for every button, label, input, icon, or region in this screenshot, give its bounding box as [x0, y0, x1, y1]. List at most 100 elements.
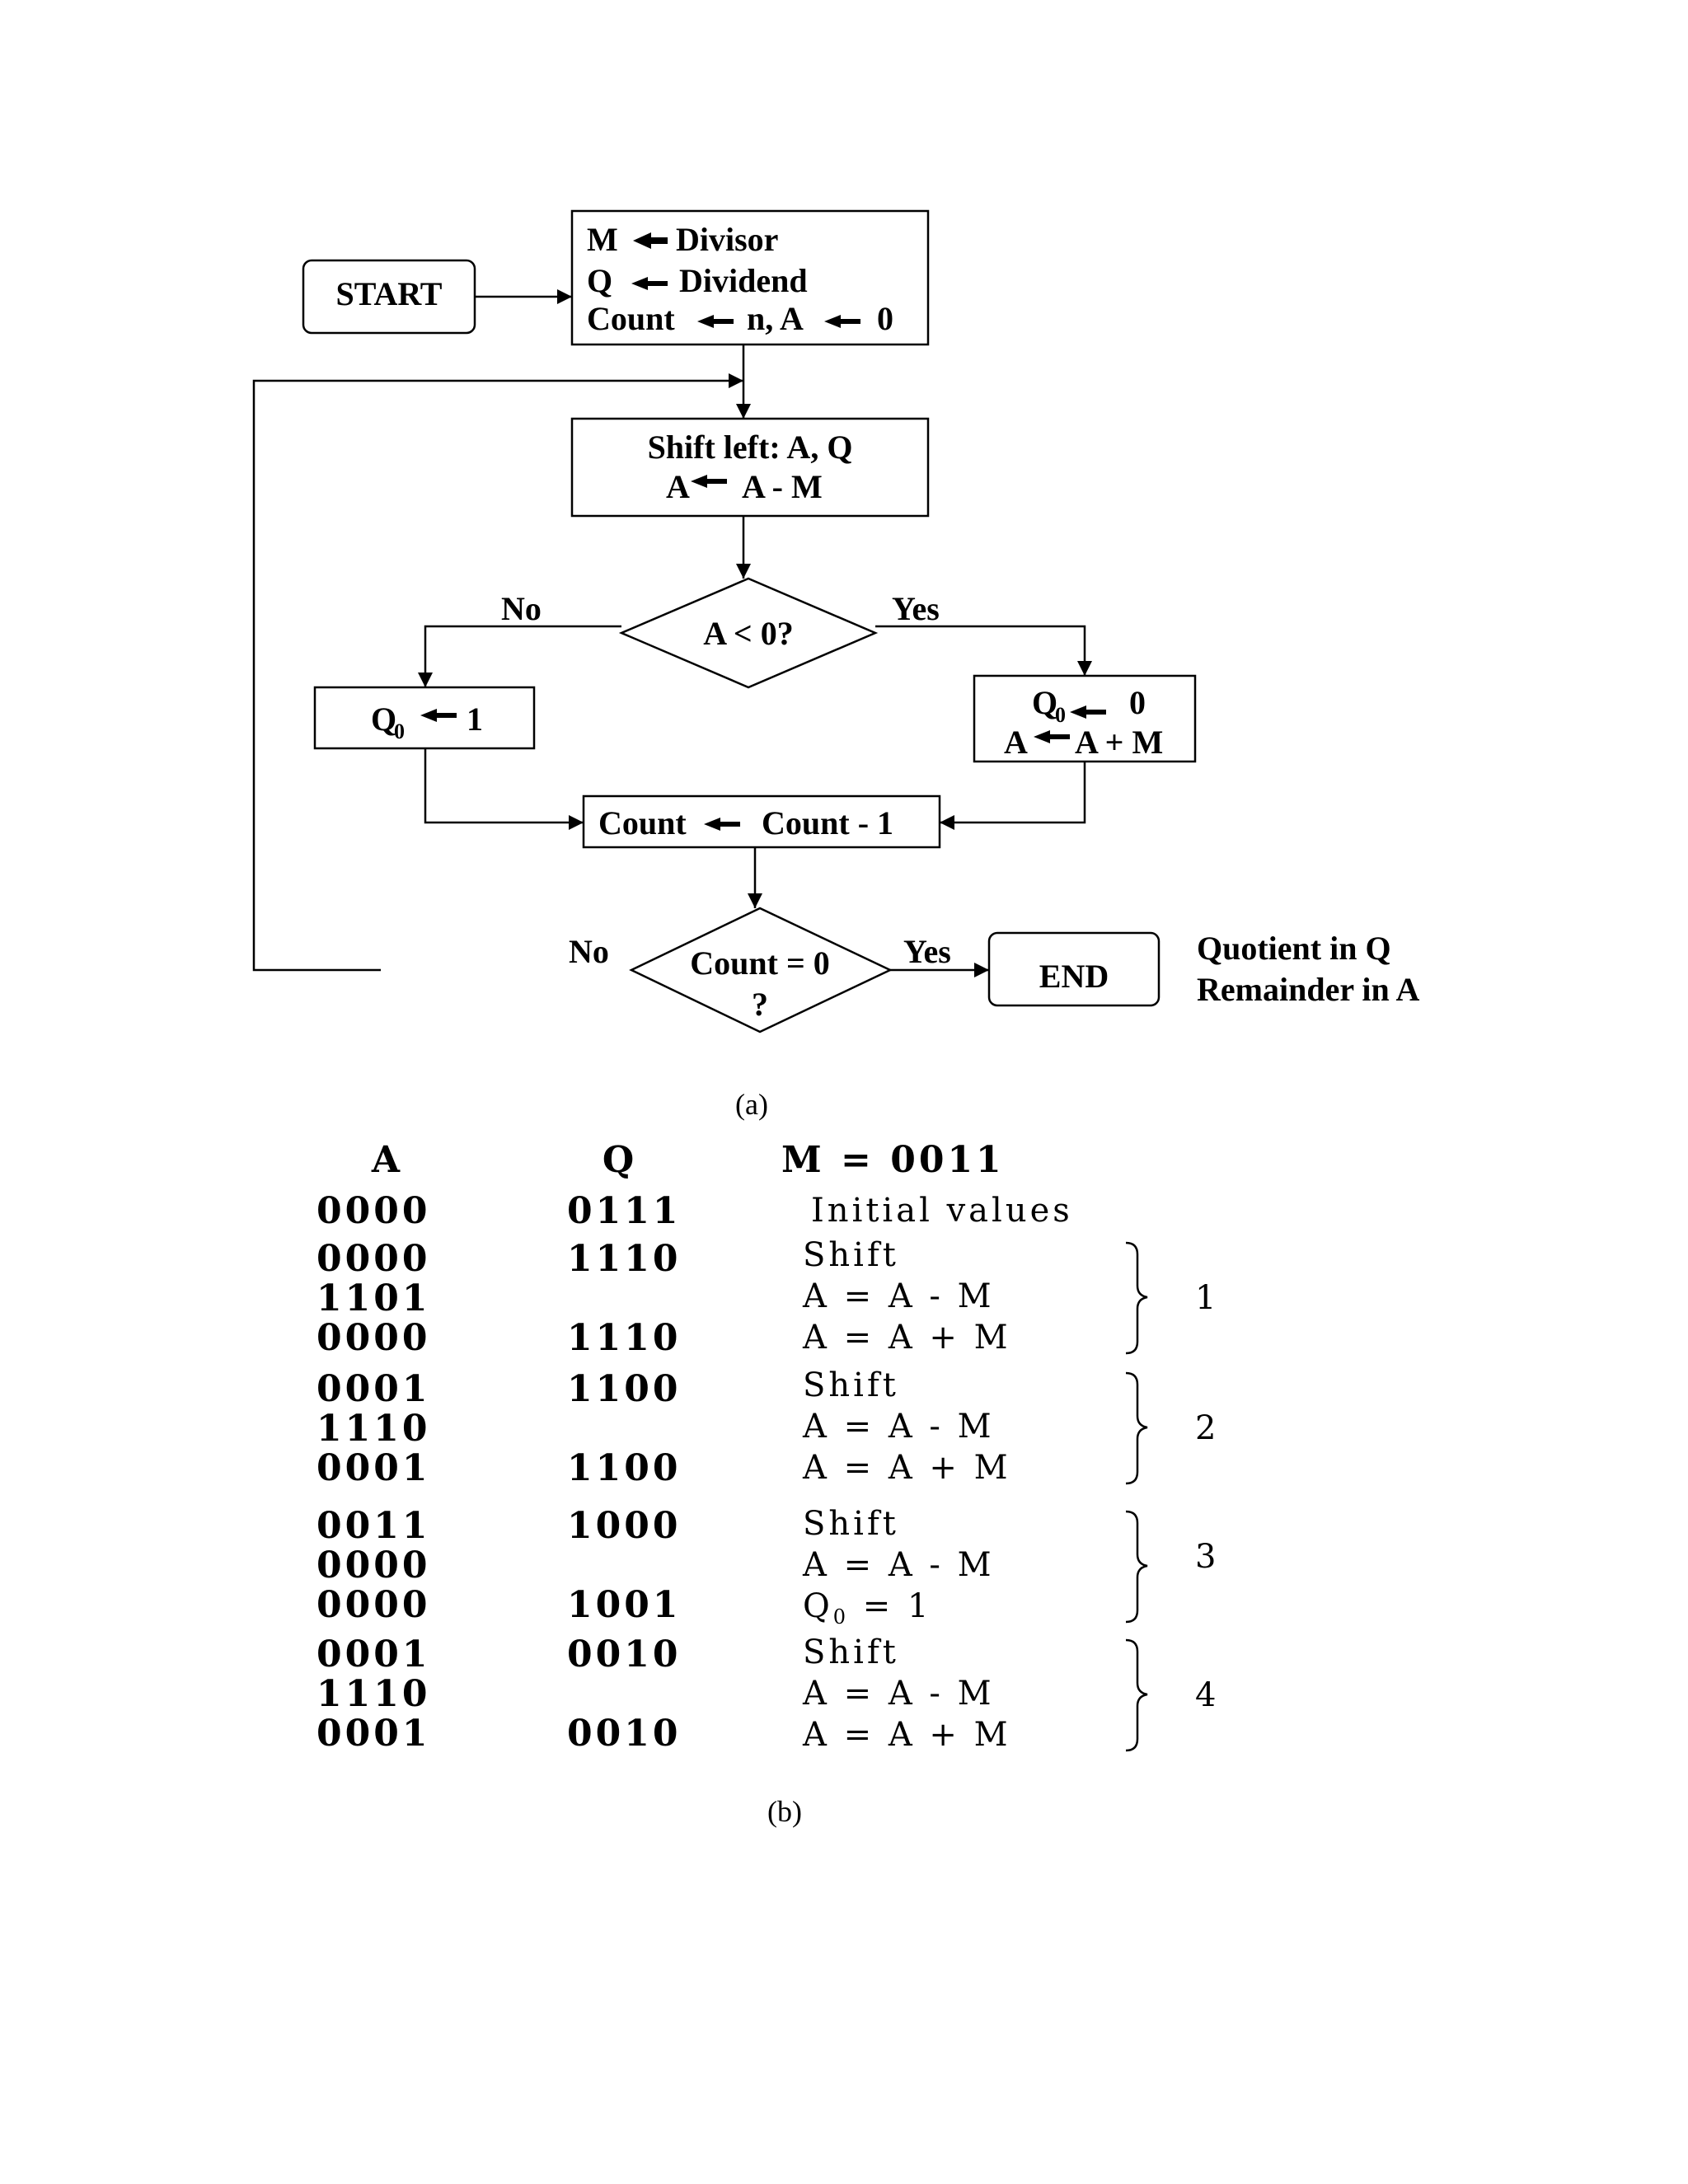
table-row: 0000 1001 Q0 = 1: [316, 1584, 931, 1629]
loop-back-arrow: [252, 373, 743, 972]
group-label-3: 3: [1195, 1538, 1219, 1576]
q0-zero-value: 0: [1129, 684, 1146, 721]
cell-op: A = A - M: [802, 1546, 995, 1584]
q0-one-subscript: 0: [394, 719, 405, 743]
result-quotient: Quotient in Q: [1197, 930, 1391, 967]
count-decrement-box: Count Count - 1: [582, 794, 941, 849]
count-left-label: Count: [598, 804, 687, 841]
cell-op: Shift: [803, 1366, 899, 1404]
cell-q: 0010: [567, 1713, 681, 1755]
table-row: 1110 A = A - M: [316, 1408, 995, 1450]
assign-arrow-icon: [697, 315, 734, 328]
q0-zero-q-label: Q: [1032, 684, 1057, 721]
assign-arrow-icon: [824, 315, 860, 328]
decision-count-line1: Count = 0: [690, 944, 830, 982]
no-label-2: No: [569, 933, 609, 970]
no-label-1: No: [501, 590, 542, 627]
end-node: END: [987, 931, 1160, 1007]
cell-q: 1110: [567, 1238, 681, 1280]
shift-box: Shift left: A, Q A A - M: [570, 417, 930, 518]
group-label-4: 4: [1195, 1676, 1219, 1714]
init-n-a-label: n, A: [747, 300, 804, 337]
decision-count-zero: Count = 0 ?: [629, 907, 893, 1033]
no-branch-arrow: [418, 625, 621, 687]
cell-a: 0000: [316, 1238, 430, 1280]
right-merge-arrow: [940, 762, 1086, 830]
caption-b: (b): [767, 1795, 802, 1828]
start-label: START: [335, 275, 442, 312]
yes-label-1: Yes: [892, 590, 940, 627]
header-q: Q: [603, 1139, 637, 1181]
q0-zero-a-label: A: [1004, 724, 1028, 761]
cell-q: 1100: [567, 1447, 681, 1489]
assign-arrow-icon: [704, 818, 740, 831]
step-group-1: 0000 1110 Shift 1101 A = A - M 0000 1110…: [316, 1236, 1219, 1359]
op-q: Q: [803, 1587, 833, 1625]
cell-a: 1110: [316, 1408, 430, 1450]
shift-left-label: Shift left: A, Q: [648, 429, 853, 466]
cell-a: 0000: [316, 1190, 430, 1232]
table-row: 0001 1100 Shift: [316, 1366, 899, 1410]
table-row: 0000 A = A - M: [316, 1544, 995, 1586]
cell-a: 0011: [316, 1505, 430, 1547]
cell-op: A = A + M: [802, 1716, 1011, 1754]
decision-a-label: A < 0?: [703, 615, 793, 652]
q0-set-zero-box: Q 0 0 A A + M: [973, 674, 1197, 763]
table-row: 1101 A = A - M: [316, 1277, 995, 1319]
cell-op: A = A - M: [802, 1408, 995, 1446]
q0-one-q-label: Q: [371, 701, 396, 738]
cell-a: 0001: [316, 1633, 430, 1675]
cell-op: A = A - M: [802, 1675, 995, 1713]
init-dividend-label: Dividend: [679, 262, 808, 299]
q0-zero-subscript: 0: [1055, 703, 1066, 727]
group-label-2: 2: [1195, 1409, 1219, 1447]
op-tail: = 1: [849, 1587, 931, 1625]
table-row: 0000 0111 Initial values: [316, 1190, 1073, 1232]
init-m-label: M: [587, 221, 618, 258]
header-a: A: [371, 1139, 403, 1181]
cell-q: 1000: [567, 1505, 681, 1547]
table-row: 0001 0010 Shift: [316, 1633, 899, 1675]
cell-q: 0010: [567, 1633, 681, 1675]
init-divisor-label: Divisor: [676, 221, 778, 258]
q0-zero-a-plus-m: A + M: [1075, 724, 1163, 761]
assign-arrow-icon: [1034, 730, 1070, 743]
cell-a: 0000: [316, 1584, 430, 1626]
group-brace-2: [1125, 1371, 1148, 1485]
cell-op: Shift: [803, 1505, 899, 1543]
cell-op: A = A + M: [802, 1319, 1011, 1357]
table-row: 0000 1110 A = A + M: [316, 1317, 1011, 1359]
cell-q: 1001: [567, 1584, 681, 1626]
caption-a: (a): [735, 1088, 768, 1121]
assign-arrow-icon: [691, 475, 727, 488]
group-brace-4: [1125, 1638, 1148, 1752]
table-row: 0000 1110 Shift: [316, 1236, 896, 1280]
cell-a: 1101: [316, 1277, 430, 1319]
cell-a: 0000: [316, 1544, 430, 1586]
cell-a: 0001: [316, 1447, 430, 1489]
assign-arrow-icon: [1070, 705, 1106, 719]
q0-one-value: 1: [467, 701, 483, 738]
cell-op: Shift: [803, 1633, 899, 1671]
result-remainder: Remainder in A: [1197, 971, 1420, 1008]
group-label-1: 1: [1195, 1279, 1219, 1317]
decision-count-line2: ?: [752, 986, 768, 1023]
division-trace-table: A Q M = 0011 0000 0111 Initial values 00…: [316, 1139, 1219, 1828]
cell-op: Initial values: [811, 1192, 1073, 1230]
decision-a-negative: A < 0?: [618, 577, 879, 689]
cell-op: A = A - M: [802, 1277, 995, 1315]
group-brace-3: [1125, 1510, 1148, 1624]
cell-op: A = A + M: [802, 1449, 1011, 1487]
cell-a: 0000: [316, 1317, 430, 1359]
assign-arrow-icon: [631, 277, 668, 290]
table-row: 0001 0010 A = A + M: [316, 1713, 1011, 1755]
step-group-2: 0001 1100 Shift 1110 A = A - M 0001 1100…: [316, 1366, 1219, 1489]
init-box: M Divisor Q Dividend Count n, A 0: [570, 209, 930, 346]
left-merge-arrow: [424, 748, 584, 830]
shift-a-minus-m-label: A - M: [742, 468, 823, 505]
cell-a: 0001: [316, 1368, 430, 1410]
op-subscript: 0: [833, 1605, 849, 1629]
yes-branch-arrow: [875, 625, 1092, 676]
init-count-label: Count: [587, 300, 675, 337]
end-label: END: [1039, 958, 1109, 995]
